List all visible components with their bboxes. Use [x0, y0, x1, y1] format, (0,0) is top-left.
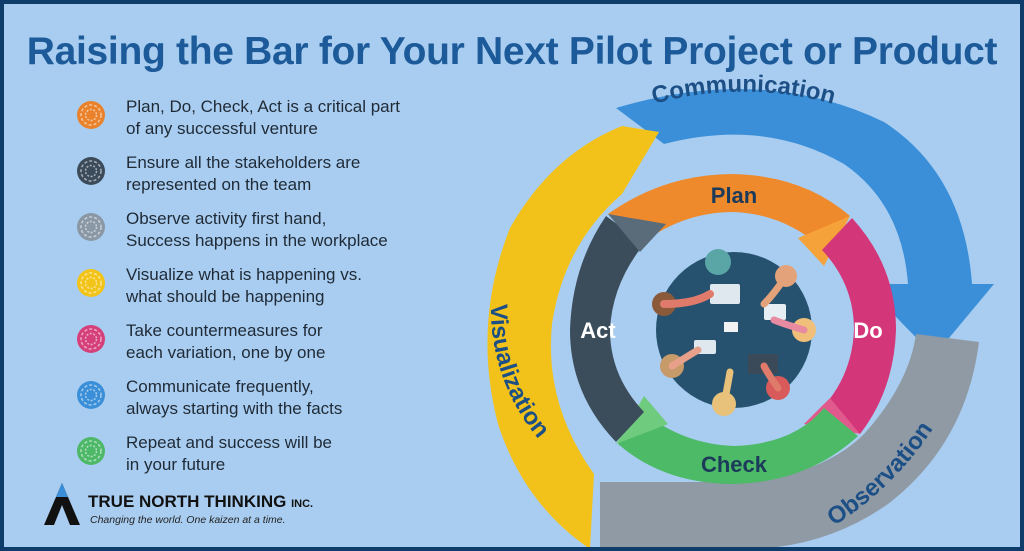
plan-label: Plan	[711, 183, 757, 208]
check-label: Check	[701, 452, 768, 477]
item-line: Take countermeasures for	[126, 321, 323, 340]
list-item: Plan, Do, Check, Act is a critical part o…	[76, 96, 476, 146]
communication-arc	[616, 89, 994, 357]
company-logo: TRUE NORTH THINKING INC. Changing the wo…	[42, 481, 342, 531]
act-segment	[570, 216, 644, 442]
target-icon	[76, 436, 106, 466]
do-label: Do	[853, 318, 882, 343]
list-item: Repeat and success will be in your future	[76, 432, 476, 482]
check-arrowhead	[616, 396, 668, 444]
arrow-logo-icon	[44, 483, 80, 525]
item-line: of any successful venture	[126, 119, 318, 138]
logo-name-text: TRUE NORTH THINKING	[88, 492, 287, 511]
item-line: Communicate frequently,	[126, 377, 314, 396]
item-line: in your future	[126, 455, 226, 474]
list-item: Visualize what is happening vs. what shou…	[76, 264, 476, 314]
plan-arrowhead	[798, 216, 850, 266]
target-icon	[76, 380, 106, 410]
target-icon	[76, 324, 106, 354]
list-item: Ensure all the stakeholders are represent…	[76, 152, 476, 202]
logo-tagline: Changing the world. One kaizen at a time…	[90, 514, 286, 526]
item-line: each variation, one by one	[126, 343, 326, 362]
check-segment	[618, 408, 858, 484]
item-line: always starting with the facts	[126, 399, 343, 418]
logo-name: TRUE NORTH THINKING INC.	[88, 492, 313, 512]
target-icon	[76, 212, 106, 242]
item-line: Plan, Do, Check, Act is a critical part	[126, 97, 400, 116]
act-label: Act	[580, 318, 616, 343]
infographic: Raising the Bar for Your Next Pilot Proj…	[4, 4, 1020, 547]
item-line: represented on the team	[126, 175, 312, 194]
item-line: Visualize what is happening vs.	[126, 265, 362, 284]
item-line: Success happens in the workplace	[126, 231, 388, 250]
visualization-arc	[487, 126, 659, 547]
item-line: what should be happening	[126, 287, 325, 306]
pdca-diagram: Communication Observation Visualization …	[485, 71, 994, 547]
target-icon	[76, 268, 106, 298]
observation-arc	[600, 334, 979, 547]
target-icon	[76, 156, 106, 186]
do-segment	[822, 218, 896, 434]
item-line: Ensure all the stakeholders are	[126, 153, 361, 172]
item-line: Observe activity first hand,	[126, 209, 327, 228]
list-item: Take countermeasures for each variation, …	[76, 320, 476, 370]
meeting-table-illustration	[652, 249, 816, 416]
list-item: Communicate frequently, always starting w…	[76, 376, 476, 426]
target-icon	[76, 100, 106, 130]
page-title: Raising the Bar for Your Next Pilot Proj…	[26, 30, 998, 73]
plan-segment	[608, 174, 850, 248]
list-item: Observe activity first hand, Success happ…	[76, 208, 476, 258]
item-line: Repeat and success will be	[126, 433, 333, 452]
act-arrowhead	[608, 214, 666, 252]
logo-suffix: INC.	[291, 498, 314, 510]
